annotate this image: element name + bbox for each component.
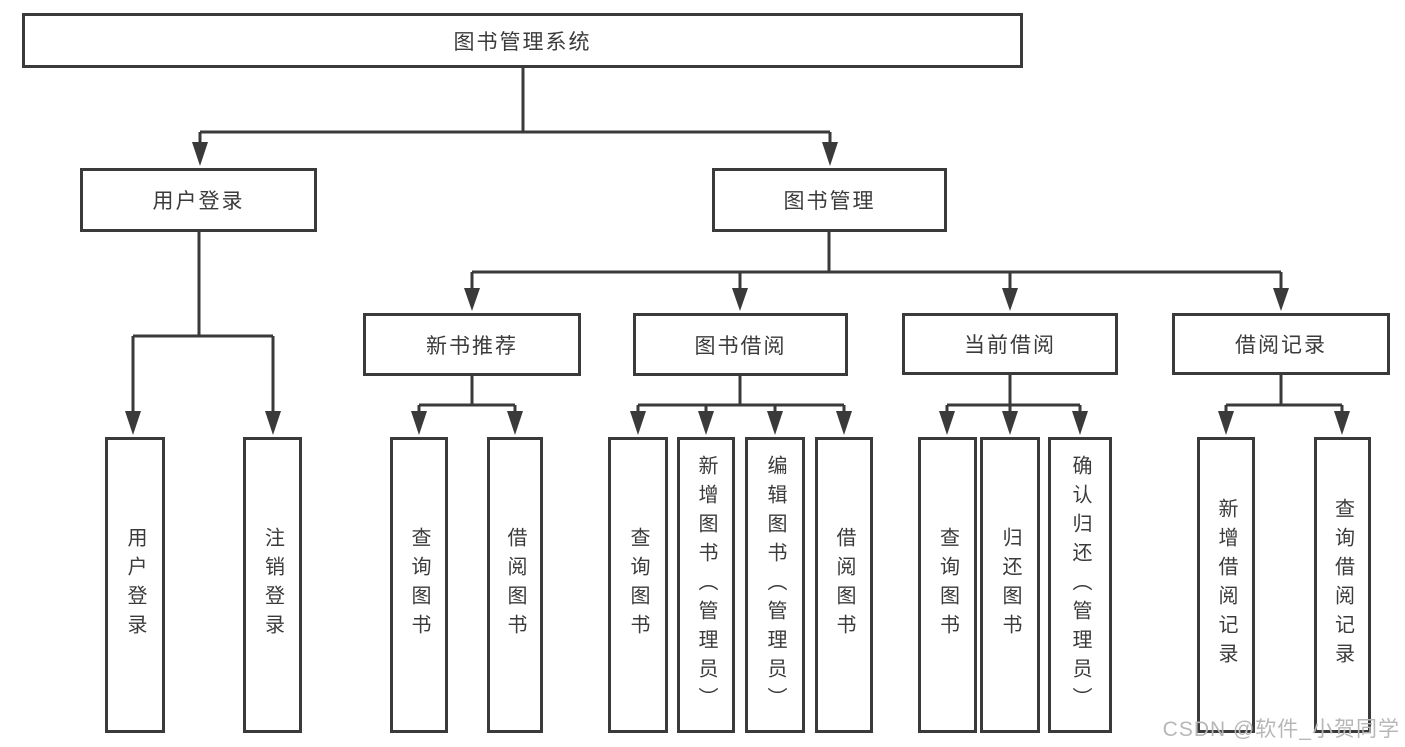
node-borrowing-records-label: 借阅记录 xyxy=(1235,334,1327,357)
node-library-system-label: 图书管理系统 xyxy=(453,30,592,54)
node-new-book-recommend: 新书推荐 xyxy=(363,313,581,376)
node-book-borrowing: 图书借阅 xyxy=(633,313,848,376)
leaf-logout: 注销登录 xyxy=(243,437,302,733)
leaf-add-borrow-record: 新增借阅记录 xyxy=(1197,437,1255,733)
node-user-login-label: 用户登录 xyxy=(152,190,245,213)
leaf-query-borrow-record: 查询借阅记录 xyxy=(1314,437,1371,733)
node-library-system: 图书管理系统 xyxy=(22,13,1023,68)
leaf-query-books-current-label: 查询图书 xyxy=(936,527,959,643)
leaf-borrow-books-recommend-label: 借阅图书 xyxy=(504,527,526,643)
leaf-borrow-books-borrowing: 借阅图书 xyxy=(815,437,873,733)
leaf-confirm-return-admin: 确认归还（管理员） xyxy=(1048,437,1112,733)
leaf-confirm-return-admin-label: 确认归还（管理员） xyxy=(1069,454,1091,716)
leaf-query-books-current: 查询图书 xyxy=(918,437,977,733)
leaf-query-books-recommend-label: 查询图书 xyxy=(408,527,430,643)
leaf-query-books-borrowing-label: 查询图书 xyxy=(627,527,649,643)
node-book-management: 图书管理 xyxy=(712,168,947,232)
node-current-borrowing-label: 当前借阅 xyxy=(964,334,1056,357)
leaf-user-login-label: 用户登录 xyxy=(124,527,146,643)
leaf-query-books-recommend: 查询图书 xyxy=(390,437,448,733)
leaf-borrow-books-recommend: 借阅图书 xyxy=(487,437,543,733)
leaf-add-book-admin: 新增图书（管理员） xyxy=(677,437,735,733)
leaf-return-books: 归还图书 xyxy=(980,437,1040,733)
leaf-edit-book-admin: 编辑图书（管理员） xyxy=(745,437,805,733)
csdn-watermark: CSDN @软件_小贺同学 xyxy=(1162,718,1400,741)
leaf-query-borrow-record-label: 查询借阅记录 xyxy=(1331,498,1354,672)
node-user-login: 用户登录 xyxy=(80,168,317,232)
node-book-borrowing-label: 图书借阅 xyxy=(694,334,787,358)
node-new-book-recommend-label: 新书推荐 xyxy=(426,334,518,358)
node-book-management-label: 图书管理 xyxy=(783,190,876,213)
leaf-borrow-books-borrowing-label: 借阅图书 xyxy=(833,527,855,643)
leaf-user-login: 用户登录 xyxy=(105,437,165,733)
leaf-return-books-label: 归还图书 xyxy=(999,527,1021,643)
leaf-edit-book-admin-label: 编辑图书（管理员） xyxy=(764,454,786,716)
leaf-add-book-admin-label: 新增图书（管理员） xyxy=(695,454,717,716)
node-borrowing-records: 借阅记录 xyxy=(1172,313,1390,375)
arrowheads xyxy=(125,142,1350,435)
node-current-borrowing: 当前借阅 xyxy=(902,313,1118,375)
leaf-logout-label: 注销登录 xyxy=(261,527,284,643)
leaf-add-borrow-record-label: 新增借阅记录 xyxy=(1215,498,1237,672)
leaf-query-books-borrowing: 查询图书 xyxy=(608,437,668,733)
